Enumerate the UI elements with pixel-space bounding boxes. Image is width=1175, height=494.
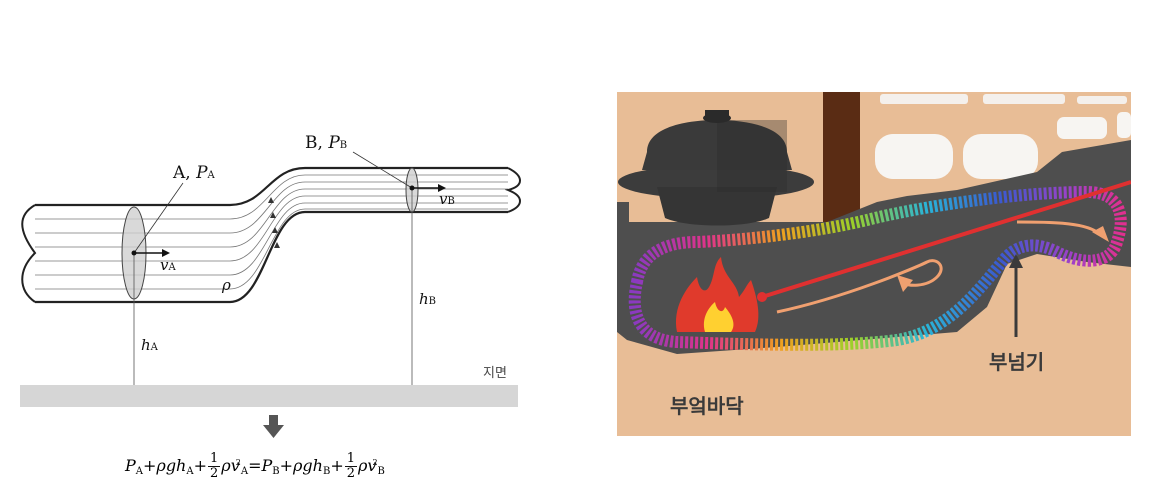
flow-arrow-upper (1016, 220, 1098, 234)
window-1 (875, 134, 953, 179)
pot-body (657, 187, 777, 226)
pipe-right-end (504, 167, 521, 213)
window-3 (1057, 117, 1107, 139)
flow-arrowhead-upper (1092, 226, 1109, 242)
pot-shadow (717, 120, 787, 192)
streamlines (35, 174, 508, 290)
pot-lid (642, 120, 792, 170)
pipe-body (35, 168, 508, 302)
window-top-2 (983, 94, 1065, 104)
label-kitchen-floor: 부엌바닥 (670, 394, 744, 418)
down-arrow-icon (263, 415, 284, 438)
pipe-left-end (21, 204, 37, 303)
fire-core (703, 302, 734, 332)
flow-arrow-start (757, 292, 767, 302)
label-velocity-b: vB (439, 190, 455, 208)
window-4 (1117, 112, 1131, 138)
pipe-svg (20, 151, 521, 438)
label-point-a: A, PA (173, 163, 215, 183)
ondol-svg (617, 92, 1132, 436)
pot-knob (705, 110, 729, 119)
window-2 (963, 134, 1038, 179)
fire-icon (676, 257, 759, 332)
flow-arrows (268, 197, 280, 248)
label-density: ρ (222, 276, 231, 294)
leader-b (352, 151, 413, 189)
pipe-top-wall (35, 166, 508, 207)
velocity-arrowhead-a (162, 249, 170, 257)
label-height-b: hB (419, 290, 437, 308)
label-velocity-a: vA (160, 256, 176, 274)
label-point-b: B, PB (305, 133, 348, 153)
wood-pillar (823, 92, 860, 222)
pipe-bottom-wall (35, 210, 508, 304)
label-ground: 지면 (483, 366, 507, 381)
label-buneomgi: 부넘기 (989, 350, 1045, 374)
leader-a (133, 182, 184, 254)
flow-arrow-return (776, 259, 943, 314)
label-height-a: hA (141, 336, 158, 354)
velocity-arrowhead-b (438, 184, 446, 192)
ondol-diagram: 부넘기 부엌바닥 (617, 92, 1132, 436)
ground-strip (20, 385, 518, 407)
window-top-1 (880, 94, 968, 104)
pointer-arrowhead (1009, 254, 1023, 268)
flow-arrowhead-return (897, 275, 913, 292)
window-top-3 (1077, 96, 1127, 104)
flow-arrow-main (761, 180, 1132, 299)
